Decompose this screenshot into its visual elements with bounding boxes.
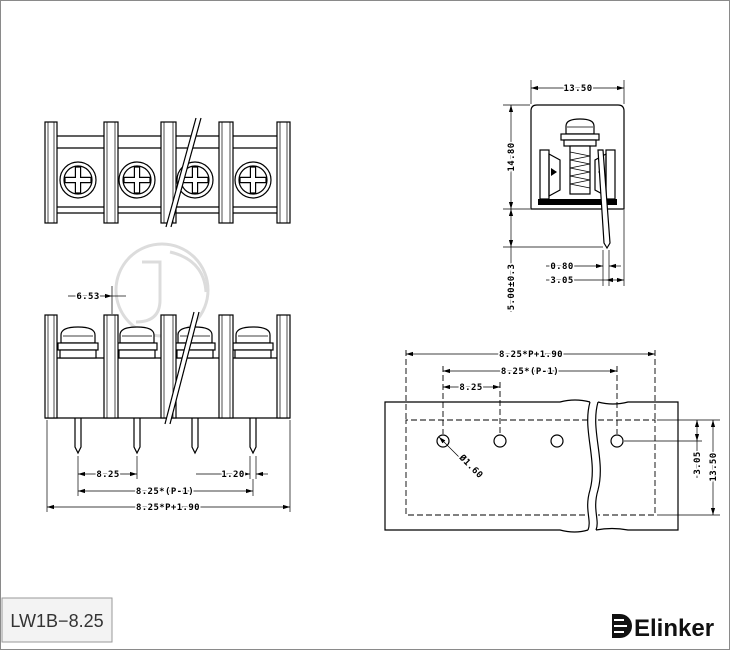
housing-outline bbox=[530, 104, 625, 210]
screw-front bbox=[57, 326, 99, 359]
footprint-outline-right bbox=[598, 419, 656, 516]
model-label: LW1B−8.25 bbox=[1, 597, 113, 643]
barrier-plate bbox=[276, 314, 291, 419]
cross-slot-icon bbox=[239, 166, 267, 194]
screw-washer bbox=[116, 342, 158, 351]
screw-washer bbox=[560, 133, 600, 141]
dim-label-overall: 8.25*P+1.90 bbox=[136, 503, 200, 513]
screw-clamp bbox=[118, 349, 156, 359]
dim-label-pitch: 8.25 bbox=[459, 383, 482, 393]
break-line bbox=[164, 311, 195, 425]
break-line bbox=[169, 311, 200, 425]
break-line bbox=[595, 401, 601, 531]
barrier-plate bbox=[44, 121, 58, 224]
screw-washer bbox=[57, 342, 99, 351]
dim-label-span: 8.25*(P-1) bbox=[136, 487, 194, 497]
brand-logo: Elinker bbox=[612, 614, 714, 642]
barrier-plate bbox=[218, 314, 234, 419]
dim-label-pin-width: 0.80 bbox=[550, 262, 573, 272]
top-view bbox=[44, 117, 291, 228]
clamp-left bbox=[548, 152, 561, 198]
screw-front bbox=[232, 326, 274, 359]
front-view-dimensions: 6.53 8.25 1.20 8.25*(P-1) 8.25*P+1.90 bbox=[46, 286, 291, 515]
break-gap bbox=[165, 312, 199, 424]
screw-head-outline bbox=[234, 161, 272, 199]
model-label-text: LW1B−8.25 bbox=[10, 611, 103, 631]
clamp-left-mark bbox=[551, 168, 557, 176]
pin-hole bbox=[493, 434, 507, 448]
break-line bbox=[170, 117, 202, 228]
side-view: 13.50 14.80 5.00±0.3 0.80 3.05 bbox=[503, 80, 625, 312]
barrier-plate bbox=[103, 314, 119, 419]
screw-washer bbox=[174, 342, 216, 351]
front-view bbox=[44, 311, 291, 455]
screw-top bbox=[118, 161, 156, 199]
screw-head bbox=[565, 118, 595, 135]
screw-top bbox=[59, 161, 97, 199]
screw-head-outline bbox=[59, 161, 97, 199]
barrier-plate bbox=[103, 121, 119, 224]
screw-head bbox=[119, 326, 155, 344]
solder-pin bbox=[133, 418, 141, 455]
dim-label-offset: 6.53 bbox=[76, 292, 99, 302]
pin-hole bbox=[610, 434, 624, 448]
dim-label-span: 8.25*(P-1) bbox=[501, 367, 559, 377]
screw-clamp bbox=[59, 349, 97, 359]
screw-head-inner bbox=[238, 165, 268, 195]
watermark-logo-stroke bbox=[135, 260, 162, 324]
dim-label-depth: 13.50 bbox=[709, 452, 719, 481]
screw-clamp bbox=[176, 349, 214, 359]
dim-label-overall: 8.25*P+1.90 bbox=[499, 350, 563, 360]
spring-coil bbox=[569, 151, 591, 189]
pcb-outline-right bbox=[595, 401, 679, 531]
barrier-plate bbox=[218, 121, 234, 224]
brand-name: Elinker bbox=[634, 615, 714, 642]
cross-slot-icon bbox=[64, 166, 92, 194]
dim-label-pin-offset: 3.05 bbox=[550, 276, 573, 286]
screw-head-inner bbox=[63, 165, 93, 195]
screw-clamp bbox=[234, 349, 272, 359]
break-line bbox=[165, 117, 197, 228]
screw-front bbox=[116, 326, 158, 359]
dim-label-hole: Ø1.60 bbox=[456, 452, 485, 481]
screw-washer bbox=[232, 342, 274, 351]
pin-hole bbox=[550, 434, 564, 448]
pcb-layout: 8.25*P+1.90 8.25*(P-1) 8.25 Ø1.60 3.05 1… bbox=[384, 349, 721, 533]
break-line bbox=[587, 401, 593, 531]
solder-pin bbox=[597, 149, 611, 250]
screw-head bbox=[235, 326, 271, 344]
dim-label-width: 13.50 bbox=[563, 84, 592, 94]
barrier-plate bbox=[276, 121, 291, 224]
solder-pin bbox=[74, 418, 82, 455]
screw-head-outline bbox=[118, 161, 156, 199]
leader-line bbox=[438, 436, 463, 461]
dim-label-height: 14.80 bbox=[507, 142, 517, 171]
screw-head-inner bbox=[122, 165, 152, 195]
solder-pin bbox=[249, 418, 257, 455]
solder-pin bbox=[191, 418, 199, 455]
housing-left-wall bbox=[539, 149, 550, 200]
dim-label-pitch: 8.25 bbox=[96, 470, 119, 480]
model-label-box bbox=[1, 597, 113, 643]
screw-washer-lower bbox=[563, 139, 597, 147]
barrier-plate bbox=[44, 314, 58, 419]
screw-head bbox=[60, 326, 96, 344]
watermark-logo-arc bbox=[169, 250, 208, 293]
break-gap bbox=[166, 118, 201, 227]
cross-slot-icon bbox=[123, 166, 151, 194]
dim-label-pin-length: 5.00±0.3 bbox=[507, 264, 517, 311]
screw-front bbox=[174, 326, 216, 359]
dim-label-row-offset: 3.05 bbox=[693, 451, 703, 474]
screw-top bbox=[234, 161, 272, 199]
housing-base bbox=[538, 199, 617, 205]
pcb-outline-left bbox=[384, 399, 591, 533]
dim-label-pin-width: 1.20 bbox=[221, 470, 244, 480]
footprint-outline-left bbox=[405, 419, 588, 516]
housing-right-wall bbox=[605, 149, 616, 200]
